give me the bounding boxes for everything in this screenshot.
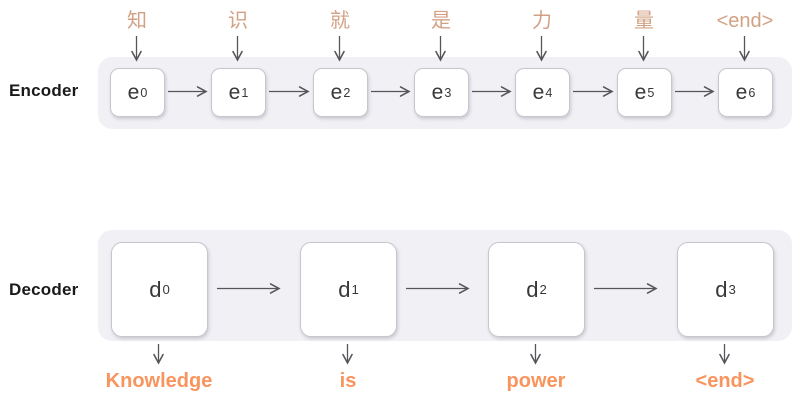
encoder-input-token: 力 (532, 10, 552, 32)
cell-text: e (735, 80, 748, 104)
cell-subscript: 2 (539, 282, 547, 297)
cell-subscript: 6 (748, 85, 756, 100)
cell-text: e (228, 80, 241, 104)
encoder-input-token: 是 (431, 10, 451, 32)
cell-subscript: 1 (351, 282, 359, 297)
cell-text: d (338, 276, 351, 302)
cell-subscript: 3 (444, 85, 452, 100)
cell-text: e (532, 80, 545, 104)
decoder-output-token: is (339, 370, 357, 392)
cell-subscript: 2 (343, 85, 351, 100)
encoder-input-token: 就 (330, 10, 350, 32)
decoder-output-token: <end> (695, 370, 755, 392)
cell-subscript: 4 (545, 85, 553, 100)
cell-subscript: 0 (140, 85, 148, 100)
encoder-input-token: 知 (127, 10, 147, 32)
encoder-input-token: 量 (634, 10, 654, 32)
decoder-label: Decoder (9, 280, 79, 299)
cell-subscript: 0 (162, 282, 170, 297)
cell-text: e (127, 80, 140, 104)
encoder-input-token: 识 (228, 10, 248, 32)
decoder-output-token: Knowledge (105, 370, 213, 392)
decoder-container (98, 230, 792, 341)
cell-subscript: 1 (241, 85, 249, 100)
cell-text: e (634, 80, 647, 104)
cell-subscript: 5 (647, 85, 655, 100)
cell-text: e (330, 80, 343, 104)
cell-text: e (431, 80, 444, 104)
decoder-output-token: power (506, 370, 566, 392)
cell-text: d (715, 276, 728, 302)
encoder-input-token: <end> (716, 10, 774, 32)
cell-text: d (149, 276, 162, 302)
cell-subscript: 3 (728, 282, 736, 297)
cell-text: d (526, 276, 539, 302)
encoder-label: Encoder (9, 81, 79, 100)
